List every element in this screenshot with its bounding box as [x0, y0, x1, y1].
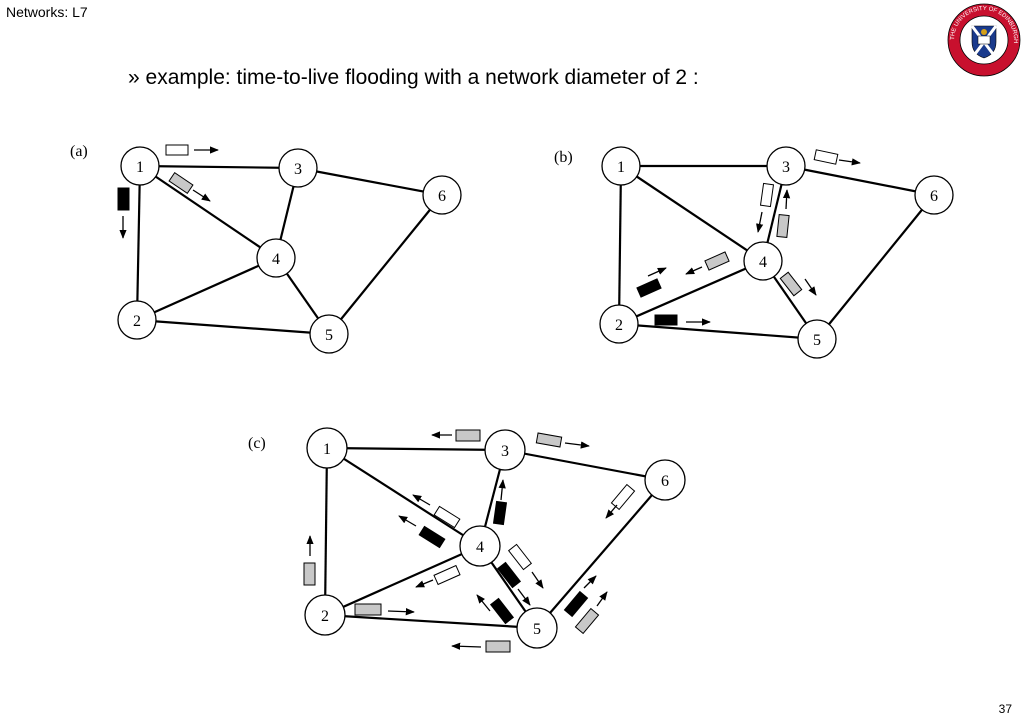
panel-c-packets [303, 429, 636, 653]
svg-text:3: 3 [782, 159, 790, 176]
node-1: 1 [601, 146, 641, 186]
node-3: 3 [766, 146, 806, 186]
packet-black [654, 314, 678, 326]
packet-black [496, 561, 522, 589]
packet-black [563, 590, 589, 618]
node-6: 6 [644, 459, 686, 501]
packet-white [433, 505, 461, 529]
svg-text:1: 1 [136, 159, 144, 176]
packet-white [813, 149, 839, 165]
svg-text:4: 4 [476, 539, 484, 556]
packet-black [489, 597, 515, 625]
svg-text:2: 2 [321, 608, 329, 625]
panel-a-nodes: 1 2 3 4 5 6 [117, 146, 462, 354]
packet-black [636, 278, 662, 298]
node-5: 5 [516, 607, 558, 649]
svg-text:5: 5 [325, 327, 333, 344]
node-2: 2 [304, 594, 346, 636]
packet-white [507, 543, 533, 571]
node-6: 6 [914, 175, 954, 215]
node-2: 2 [599, 304, 639, 344]
svg-text:6: 6 [930, 188, 938, 205]
panel-b-nodes: 1 2 3 4 5 6 [599, 146, 954, 359]
panel-b: (b) 1 [554, 146, 954, 359]
packet-gray [776, 213, 790, 239]
svg-text:5: 5 [813, 332, 821, 349]
packet-gray [704, 251, 730, 271]
svg-text:2: 2 [133, 313, 141, 330]
svg-text:5: 5 [533, 621, 541, 638]
panel-c: (c) [248, 427, 686, 653]
packet-black [117, 187, 130, 211]
panel-c-nodes: 1 2 3 4 5 6 [304, 427, 686, 649]
panel-a: (a) 1 2 3 4 5 6 [70, 143, 462, 354]
page-number: 37 [998, 702, 1012, 716]
panel-c-label: (c) [248, 435, 266, 452]
packet-black [492, 500, 508, 526]
packet-gray [168, 172, 194, 194]
node-6: 6 [422, 175, 462, 215]
node-5: 5 [309, 314, 349, 354]
panel-c-edges [323, 446, 666, 630]
packet-white [433, 564, 461, 586]
node-1: 1 [120, 146, 160, 186]
svg-text:4: 4 [759, 254, 767, 271]
packet-gray [535, 432, 563, 448]
svg-text:6: 6 [438, 188, 446, 205]
packet-gray [354, 603, 382, 616]
packet-gray [455, 429, 481, 442]
svg-text:3: 3 [294, 161, 302, 178]
packet-white [759, 182, 775, 208]
packet-white [610, 483, 636, 511]
node-3: 3 [484, 429, 526, 471]
university-crest-icon: THE UNIVERSITY OF EDINBURGH [947, 3, 1021, 77]
svg-text:4: 4 [272, 251, 280, 268]
node-1: 1 [306, 427, 348, 469]
svg-text:1: 1 [617, 159, 625, 176]
svg-text:3: 3 [501, 443, 509, 460]
panel-b-label: (b) [554, 149, 573, 166]
svg-text:1: 1 [323, 441, 331, 458]
node-4: 4 [459, 525, 501, 567]
panel-b-edges [617, 164, 935, 341]
packet-gray [779, 271, 803, 297]
svg-text:6: 6 [661, 473, 669, 490]
packet-black [418, 525, 446, 549]
svg-text:2: 2 [615, 317, 623, 334]
panel-a-packets [117, 144, 219, 239]
node-4: 4 [743, 241, 783, 281]
panel-b-packets [636, 149, 861, 326]
node-2: 2 [117, 300, 157, 340]
panel-a-label: (a) [70, 143, 88, 160]
packet-white [165, 144, 189, 156]
slide-subtitle: » example: time-to-live flooding with a … [128, 66, 699, 89]
packet-gray [485, 640, 511, 653]
node-4: 4 [256, 238, 296, 278]
header-title: Networks: L7 [6, 4, 88, 20]
node-3: 3 [278, 148, 318, 188]
packet-gray [574, 607, 600, 635]
packet-gray [303, 562, 316, 586]
node-5: 5 [797, 319, 837, 359]
